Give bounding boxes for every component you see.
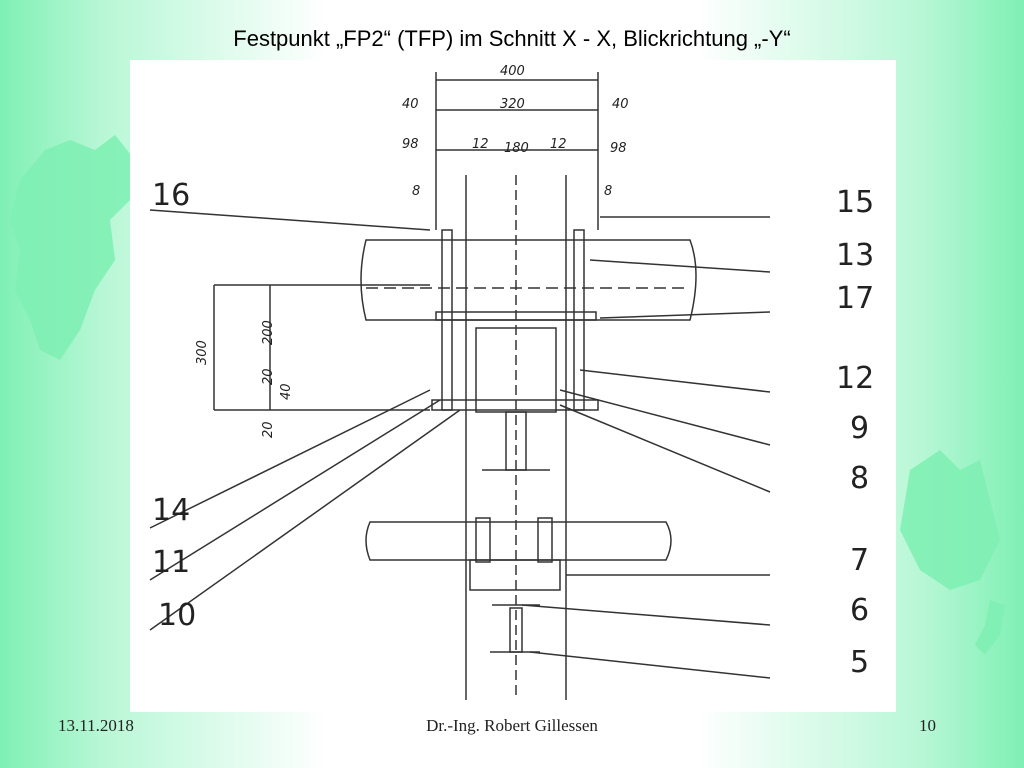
slide-title: Festpunkt „FP2“ (TFP) im Schnitt X - X, … — [233, 26, 791, 51]
callout-14: 14 — [152, 493, 190, 528]
callout-17: 17 — [836, 281, 874, 316]
callout-10: 10 — [158, 598, 196, 633]
map-decoration-right — [900, 450, 1005, 655]
callout-6: 6 — [850, 593, 869, 628]
dim-300: 300 — [195, 340, 210, 365]
callout-12: 12 — [836, 361, 874, 396]
technical-drawing: 16 14 11 10 15 13 17 12 9 8 7 6 5 400 40… — [130, 60, 896, 712]
callout-7: 7 — [850, 543, 869, 578]
footer-author: Dr.-Ing. Robert Gillessen — [426, 716, 598, 735]
clamp-left — [475, 517, 491, 563]
dim-12-left: 12 — [472, 137, 489, 152]
callout-15: 15 — [836, 185, 874, 220]
callout-8: 8 — [850, 461, 869, 496]
footer-date: 13.11.2018 — [58, 716, 134, 735]
map-decoration-left — [10, 135, 135, 360]
dim-8-left: 8 — [412, 184, 420, 199]
dim-400: 400 — [500, 64, 525, 79]
plate-lower — [431, 399, 599, 411]
pipe-lower — [365, 521, 672, 561]
dim-8-right: 8 — [604, 184, 612, 199]
footer-page-number: 10 — [919, 716, 936, 735]
pipe-upper — [360, 239, 697, 321]
dim-20-lower: 20 — [261, 421, 276, 438]
callout-9: 9 — [850, 411, 869, 446]
dim-40-right: 40 — [612, 97, 629, 112]
drawing-svg: 16 14 11 10 15 13 17 12 9 8 7 6 5 400 40… — [149, 64, 874, 700]
dim-180: 180 — [504, 141, 529, 156]
plate-upper — [435, 311, 597, 321]
saddle-block — [469, 559, 561, 591]
dim-40-left: 40 — [402, 97, 419, 112]
dim-40: 40 — [279, 383, 294, 400]
callout-5: 5 — [850, 645, 869, 680]
callout-13: 13 — [836, 238, 874, 273]
dim-98-right: 98 — [610, 141, 627, 156]
dim-20-upper: 20 — [261, 368, 276, 385]
clamp-right — [537, 517, 553, 563]
callout-16: 16 — [152, 178, 190, 213]
dim-200: 200 — [261, 320, 276, 345]
dim-12-right: 12 — [550, 137, 567, 152]
dim-320: 320 — [500, 97, 525, 112]
dim-98-left: 98 — [402, 137, 419, 152]
callout-11: 11 — [152, 545, 190, 580]
